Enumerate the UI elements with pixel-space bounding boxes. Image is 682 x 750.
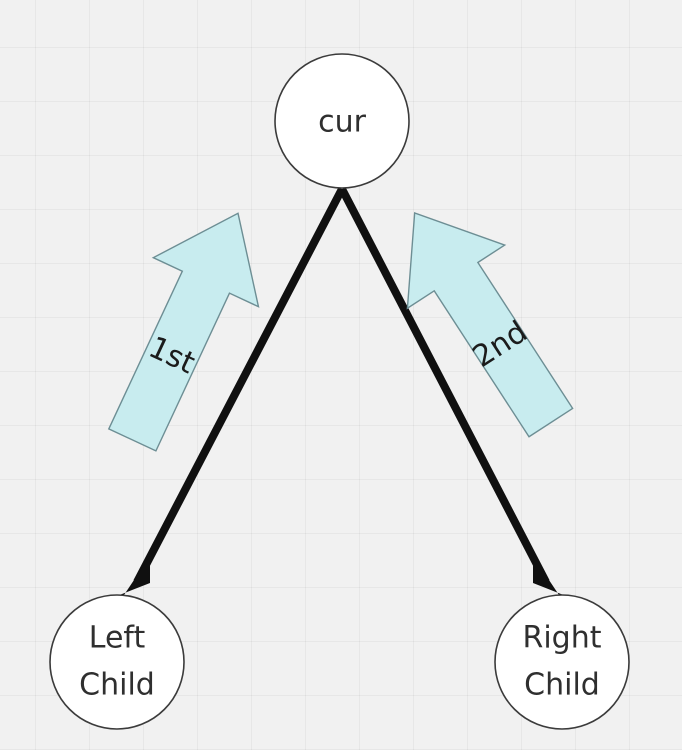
- order-arrow-1st[interactable]: 1st: [80, 189, 291, 465]
- node-right-child-circle: [494, 594, 630, 730]
- arrowhead-left: [117, 556, 150, 596]
- node-cur[interactable]: cur: [274, 53, 410, 189]
- node-left-child-circle: [49, 594, 185, 730]
- order-arrow-1st-shape: [107, 212, 260, 452]
- edge-cur-to-right-child[interactable]: [338, 187, 566, 596]
- edge-line-right: [338, 187, 550, 584]
- node-right-child-label-line2: Child: [524, 668, 600, 703]
- edge-line-left: [133, 187, 346, 584]
- edge-cur-to-left-child[interactable]: [117, 187, 346, 596]
- node-cur-circle: [274, 53, 410, 189]
- node-left-child-label-line1: Left: [89, 621, 146, 656]
- node-left-child[interactable]: Left Child: [49, 594, 185, 730]
- edge-group: [117, 187, 566, 596]
- order-arrow-2nd-shape: [406, 211, 574, 438]
- node-right-child-label-line1: Right: [523, 621, 602, 656]
- arrowhead-right: [533, 556, 566, 596]
- order-arrow-2nd[interactable]: 2nd: [366, 181, 599, 454]
- node-cur-label: cur: [318, 105, 367, 140]
- node-right-child[interactable]: Right Child: [494, 594, 630, 730]
- node-group: cur Left Child Right Child: [49, 53, 630, 730]
- node-left-child-label-line2: Child: [79, 668, 155, 703]
